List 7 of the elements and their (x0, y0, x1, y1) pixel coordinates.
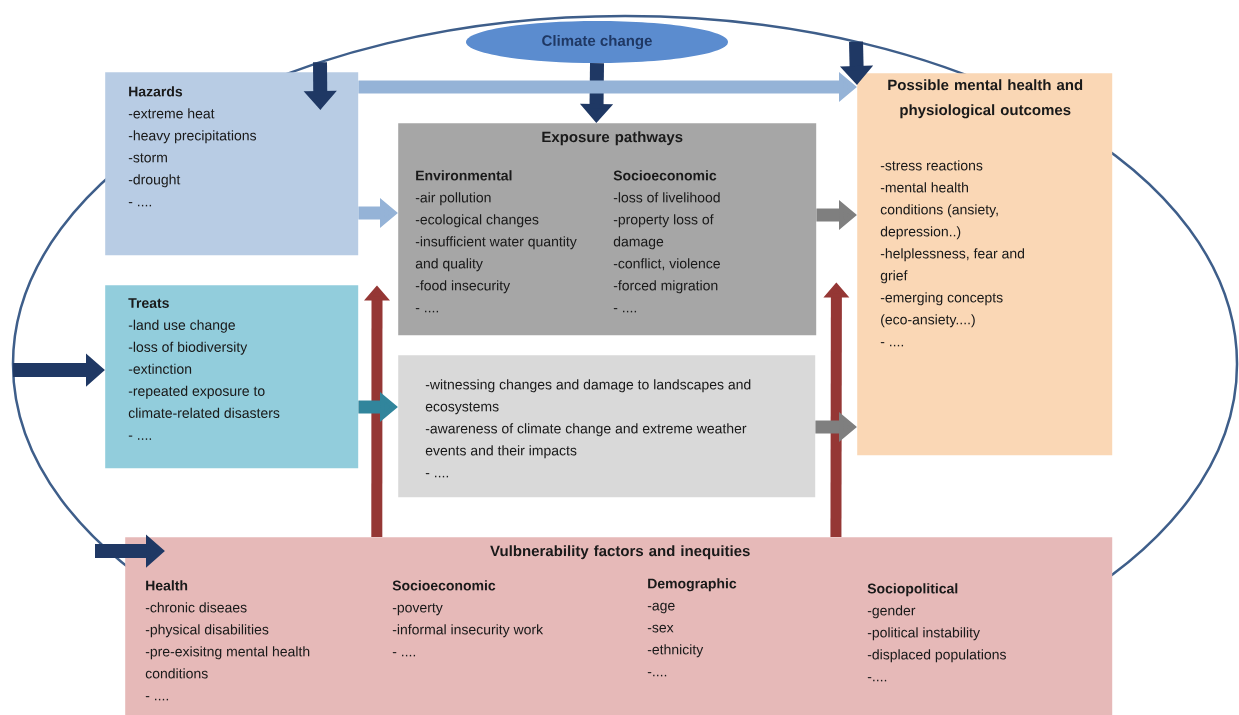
text-box: Treats -land use change -loss of biodiversity -extinction -repeated exposure to climate-related disasters - .... (105, 285, 359, 469)
text-box: Exposure pathways Environmental -air pollution -ecological changes -insufficient water quantity and quality -food insecurity - .... Socioeconomic -loss of livelihood -property loss of damage -conflict, violence -forced migration - .... (398, 123, 817, 336)
text-box: Vulbnerability factors and inequities Health -chronic diseaes -physical disabilities -pre-exisitng mental health conditions - .... Socioeconomic -poverty -informal insecurity work - .... Demographic -age -sex -ethnicity -.... Sociopolitical -gender -political instability -displaced populations -.... (125, 537, 1113, 715)
text-box: Possible mental health and physiological outcomes -stress reactions -mental health conditions (ansiety, depression..) -helplessness, fear and grief -emerging concepts (eco-ansiety....) - .... (857, 73, 1113, 456)
text-box: Hazards -extreme heat -heavy precipitations -storm -drought - .... (105, 72, 359, 256)
text-box: -witnessing changes and damage to landscapes and ecosystems -awareness of climate change and extreme weather events and their impacts - .... (398, 355, 816, 498)
oval-label: Climate change (466, 21, 728, 63)
